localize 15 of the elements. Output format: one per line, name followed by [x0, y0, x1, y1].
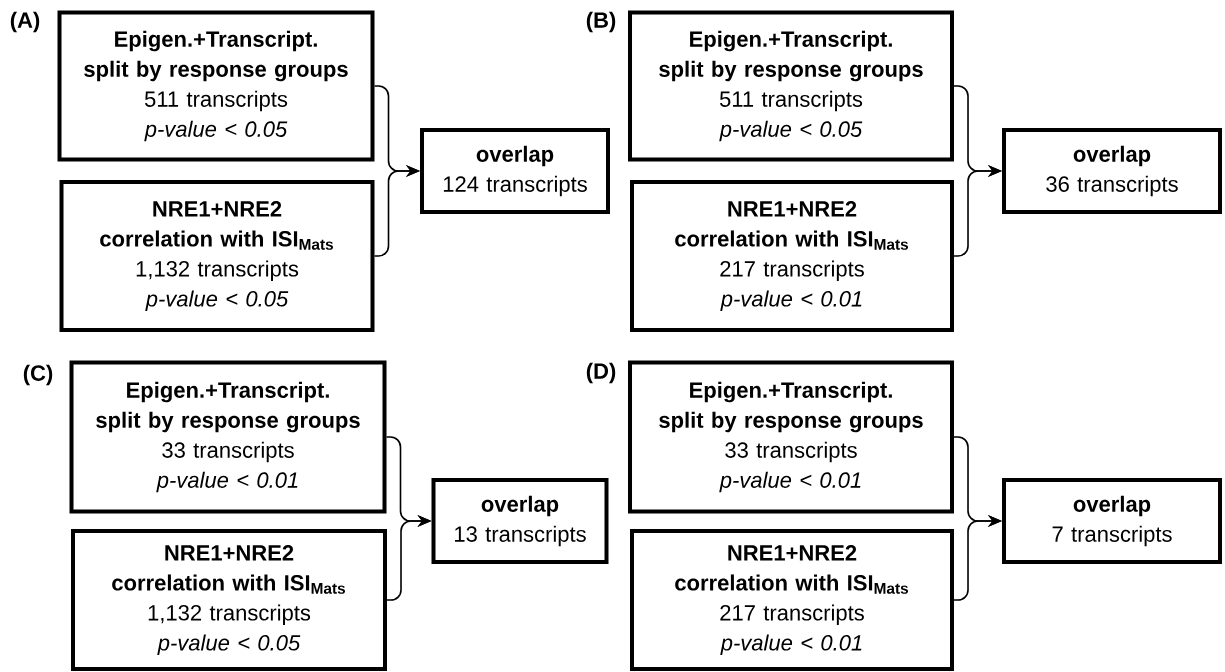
result-box: overlap 7 transcripts: [1002, 478, 1222, 564]
result-box: overlap 36 transcripts: [1002, 128, 1222, 214]
dataset-box: Epigen.+Transcript. split by response groups 33 transcripts p-value < 0.01: [69, 360, 387, 514]
dataset-box: Epigen.+Transcript. split by response groups 511 transcripts p-value < 0.05: [57, 10, 375, 162]
result-box: overlap 13 transcripts: [431, 478, 609, 564]
panel-label: (C): [23, 364, 53, 386]
dataset-box: NRE1+NRE2 correlation with ISI$_{Mats}$ 1,132 transcripts p-value < 0.05: [59, 180, 375, 332]
panel-label: (A): [10, 11, 40, 33]
dataset-box: NRE1+NRE2 correlation with ISI$_{Mats}$ 1,132 transcripts p-value < 0.05: [71, 529, 387, 671]
result-box: overlap 124 transcripts: [420, 128, 610, 214]
dataset-box: Epigen.+Transcript. split by response groups 511 transcripts p-value < 0.05: [628, 10, 954, 162]
panel-label: (D): [586, 362, 616, 384]
dataset-box: NRE1+NRE2 correlation with ISI$_{Mats}$ 217 transcripts p-value < 0.01: [630, 529, 954, 671]
dataset-box: NRE1+NRE2 correlation with ISI$_{Mats}$ 217 transcripts p-value < 0.01: [630, 180, 954, 332]
dataset-box: Epigen.+Transcript. split by response groups 33 transcripts p-value < 0.01: [628, 360, 954, 514]
